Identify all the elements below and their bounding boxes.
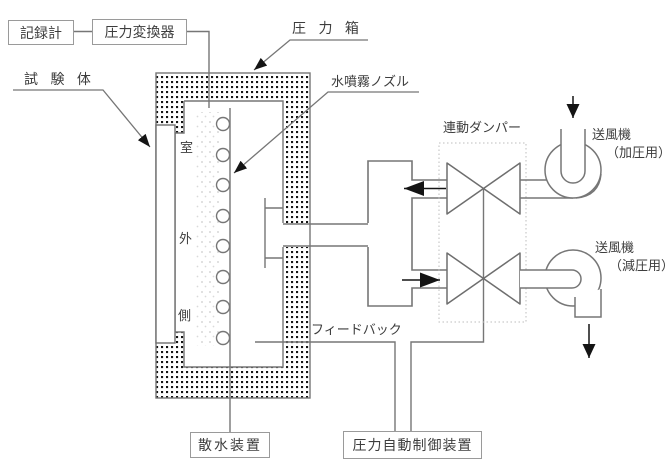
recorder-box: 記録計: [8, 20, 74, 45]
damper-linkage-line: [410, 188, 485, 431]
sprinkler-box: 散水装置: [190, 432, 270, 458]
blower-depressurize: [520, 249, 602, 318]
damper-enclosure-frame: [438, 142, 527, 323]
blower-pressurize: [520, 129, 602, 199]
leader-spray-nozzle: [233, 91, 419, 174]
test-specimen-panel: [155, 124, 176, 344]
water-spray-nozzle-label: 水噴霧ノズル: [331, 75, 410, 90]
pressure-controller-label: 圧力自動制御装置: [352, 438, 473, 454]
duct-collar: [264, 198, 283, 268]
leader-lines: [13, 39, 419, 174]
pressure-tap-tube: [73, 30, 210, 108]
pressure-transducer-label: 圧力変換器: [104, 25, 175, 41]
leader-pressure-box: [253, 39, 368, 71]
outdoor-side-char-room: 室: [180, 141, 194, 156]
recorder-label: 記録計: [20, 25, 62, 42]
damper-valve-top: [446, 162, 521, 215]
sprinkler-label: 散水装置: [198, 438, 262, 454]
flow-arrows: [402, 96, 596, 358]
blower-pressurize-label: 送風機: [592, 128, 632, 143]
pressure-controller-box: 圧力自動制御装置: [343, 431, 482, 459]
spray-nozzle-pipe: [215, 108, 231, 432]
feedback-label: フィードバック: [311, 323, 402, 338]
damper-valve-bottom: [446, 252, 521, 305]
spray-mist: [196, 112, 219, 346]
outdoor-side-char-outside: 外: [179, 232, 193, 247]
blower-pressurize-use-label: （加圧用）: [606, 146, 669, 161]
blower-depressurize-label: 送風機: [595, 241, 635, 256]
air-duct-manifold: [283, 160, 447, 307]
feedback-line: [255, 341, 396, 431]
pressure-transducer-box: 圧力変換器: [92, 19, 187, 45]
pressure-box-walls: [155, 72, 311, 399]
blower-depressurize-use-label: （減圧用）: [609, 259, 669, 274]
leader-test-specimen: [13, 89, 151, 148]
linked-damper-label: 連動ダンパー: [443, 121, 522, 136]
test-specimen-label: 試 験 体: [24, 72, 95, 88]
pressure-box-label: 圧 力 箱: [292, 21, 363, 37]
outdoor-side-char-side: 側: [178, 309, 192, 324]
